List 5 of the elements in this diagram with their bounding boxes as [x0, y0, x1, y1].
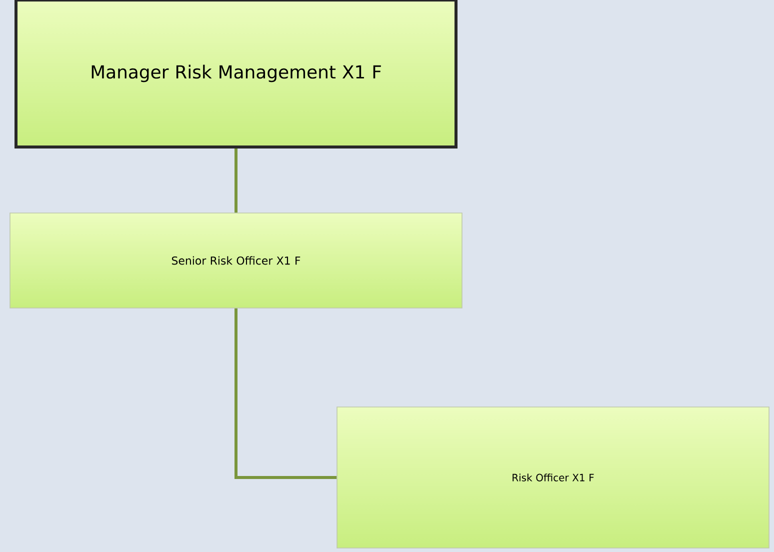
org-box: Risk Officer X1 F	[336, 406, 770, 548]
org-box: Manager Risk Management X1 F	[14, 0, 458, 148]
org-box: Senior Risk Officer X1 F	[10, 212, 462, 308]
connector-line	[234, 148, 238, 213]
connector-line	[234, 308, 337, 479]
